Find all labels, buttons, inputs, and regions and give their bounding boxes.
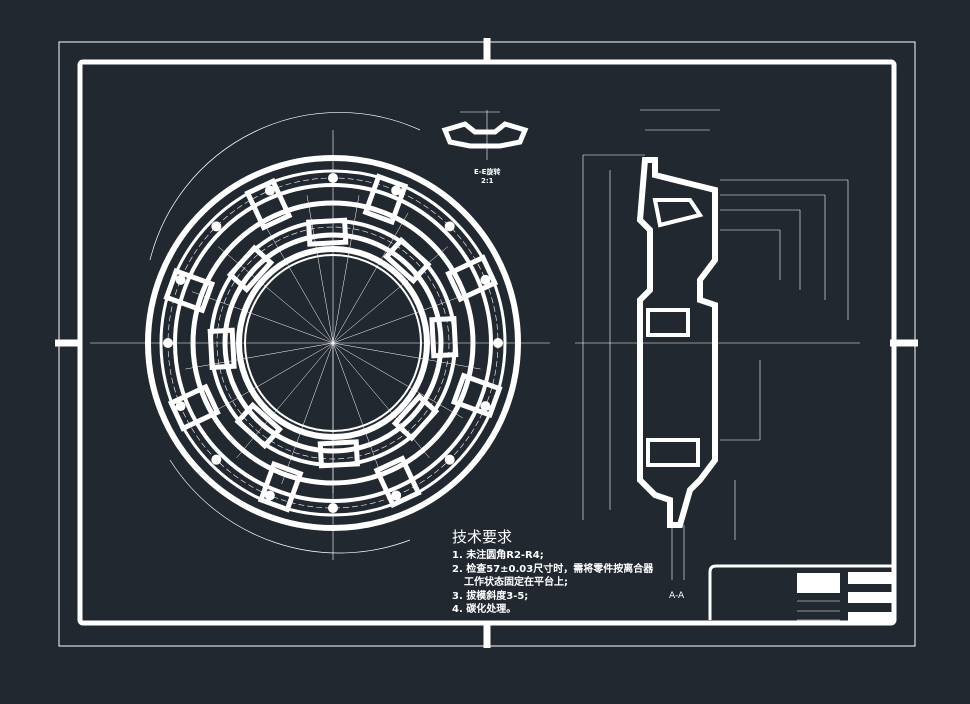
lug: [257, 460, 304, 513]
bolt-hole: [444, 221, 455, 232]
bolt-hole: [328, 173, 338, 183]
bolt-hole: [211, 454, 222, 465]
section-label: A-A: [669, 591, 685, 601]
lug: [373, 455, 422, 509]
bolt-hole: [391, 185, 402, 196]
dimension-line: [236, 342, 334, 459]
dimension-line: [332, 342, 481, 370]
bolt-hole: [264, 490, 275, 501]
notes-title: 技术要求: [452, 528, 513, 546]
slot: [306, 217, 349, 247]
slot: [207, 327, 237, 370]
lug: [445, 254, 499, 303]
lug: [450, 372, 503, 419]
dimension-line: [202, 342, 334, 419]
bolt-hole: [175, 274, 186, 285]
dimension-line: [332, 195, 360, 344]
dimension-line: [281, 342, 334, 485]
slot: [383, 236, 432, 285]
slot: [234, 401, 283, 450]
slot: [317, 439, 360, 469]
title-block: [708, 564, 893, 622]
dimension-line: [191, 291, 334, 344]
slot: [391, 393, 440, 442]
bolt-hole: [391, 490, 402, 501]
detail-scale: 2:1: [481, 177, 494, 185]
bolt-hole: [480, 401, 491, 412]
dimension-line: [217, 246, 334, 344]
lug: [167, 383, 221, 432]
detail-label: E-E旋转: [474, 168, 501, 176]
slot: [429, 316, 459, 359]
lug: [362, 173, 409, 226]
bolt-hole: [264, 185, 275, 196]
note-item: 1. 未注圆角R2-R4;: [452, 550, 544, 561]
detail-view: [441, 110, 529, 160]
lug: [244, 177, 293, 231]
dimension-line: [257, 212, 334, 344]
note-item: 4. 碳化处理。: [452, 604, 517, 615]
bolt-hole: [444, 454, 455, 465]
dimension-line: [332, 291, 475, 344]
bolt-hole: [175, 401, 186, 412]
dimension-line: [332, 342, 464, 419]
slot: [226, 244, 275, 293]
lug: [163, 267, 216, 314]
note-item: 工作状态固定在平台上;: [464, 577, 568, 588]
dimension-line: [332, 342, 385, 485]
bolt-hole: [328, 503, 338, 513]
bolt-hole: [480, 274, 491, 285]
dimension-line: [332, 212, 409, 344]
note-item: 2. 检查57±0.03尺寸时，需将零件按离合器: [452, 563, 654, 575]
technical-requirements: 技术要求 1. 未注圆角R2-R4; 2. 检查57±0.03尺寸时，需将零件按…: [452, 526, 653, 617]
bolt-hole: [493, 338, 503, 348]
section-view-a-a: [582, 109, 849, 580]
bolt-hole: [163, 338, 173, 348]
note-item: 3. 拔模斜度3-5;: [452, 590, 529, 602]
bolt-hole: [211, 221, 222, 232]
